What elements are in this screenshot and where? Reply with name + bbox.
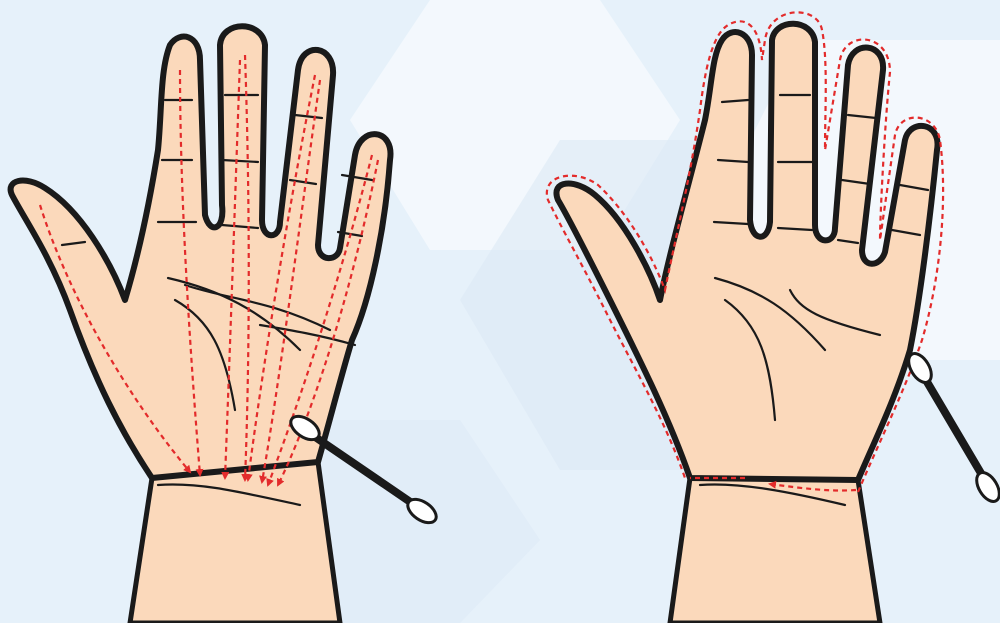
right-forearm xyxy=(670,478,880,623)
left-forearm xyxy=(130,462,340,623)
